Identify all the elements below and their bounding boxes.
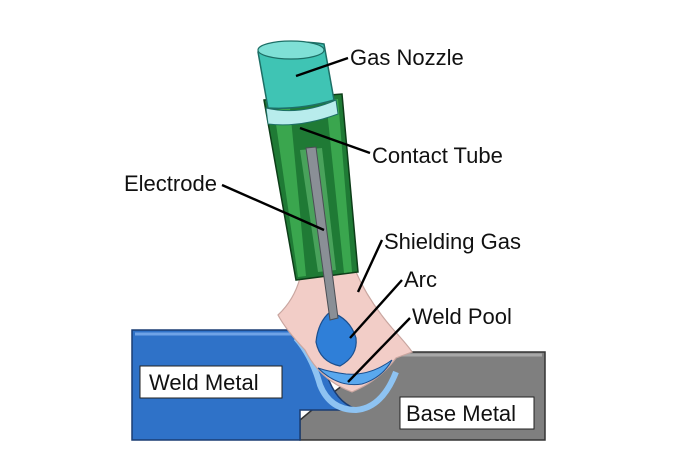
label-electrode: Electrode bbox=[124, 171, 217, 196]
weld-metal-label-box: Weld Metal bbox=[139, 365, 283, 399]
leader-arc bbox=[349, 279, 403, 339]
leader-gas-nozzle bbox=[295, 56, 349, 78]
label-weld-pool: Weld Pool bbox=[412, 304, 512, 329]
leader-contact-tube bbox=[299, 126, 371, 155]
label-base-metal: Base Metal bbox=[406, 401, 516, 426]
leader-electrode bbox=[221, 183, 325, 232]
label-contact-tube: Contact Tube bbox=[372, 143, 503, 168]
electrode-wire bbox=[305, 146, 339, 321]
weld-pool-shape bbox=[317, 359, 393, 386]
leader-shielding-gas bbox=[356, 239, 384, 293]
base-metal-label-box: Base Metal bbox=[399, 396, 535, 430]
gas-nozzle-cap bbox=[257, 40, 339, 126]
label-gas-nozzle: Gas Nozzle bbox=[350, 45, 464, 70]
leader-lines bbox=[221, 56, 411, 383]
arc-shape bbox=[315, 311, 357, 367]
label-shielding-gas: Shielding Gas bbox=[384, 229, 521, 254]
leader-weld-pool bbox=[347, 317, 411, 383]
label-arc: Arc bbox=[404, 267, 437, 292]
label-weld-metal: Weld Metal bbox=[149, 370, 259, 395]
